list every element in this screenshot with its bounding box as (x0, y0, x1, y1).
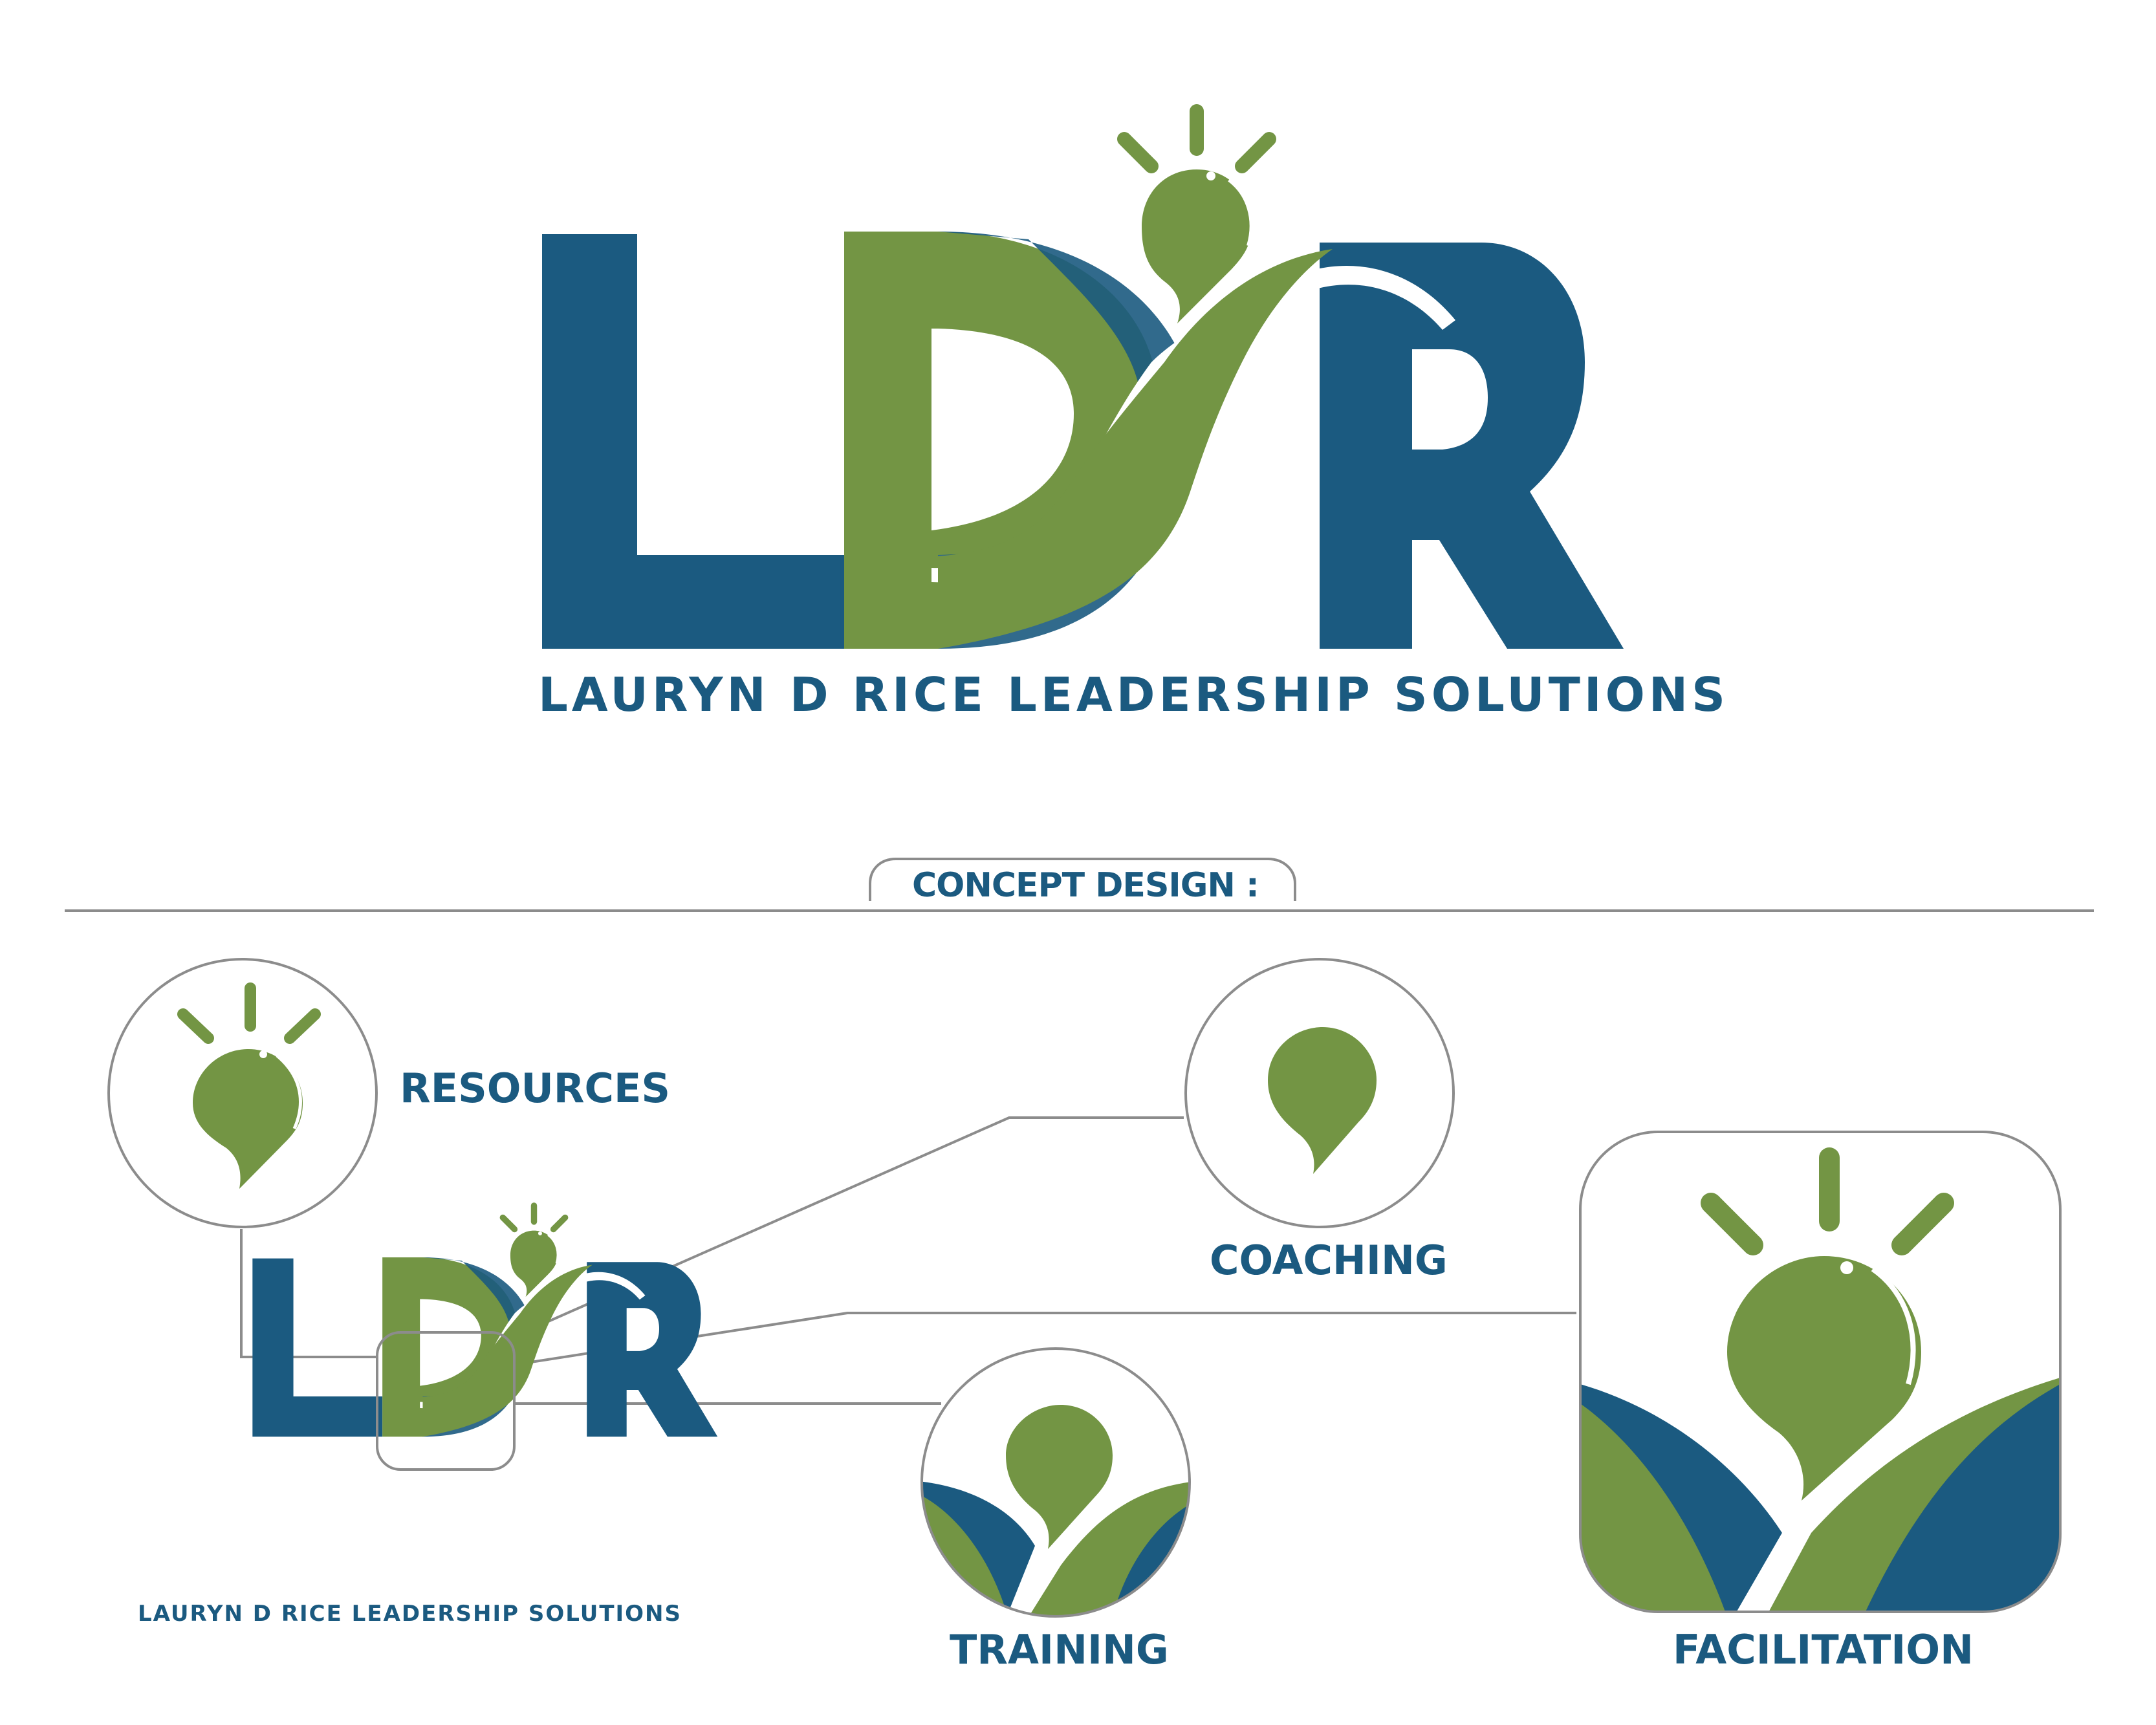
coaching-icon (1184, 958, 1455, 1228)
coaching-label: COACHING (1210, 1237, 1448, 1284)
facilitation-label: FACILITATION (1673, 1626, 1974, 1673)
resources-label: RESOURCES (400, 1065, 671, 1112)
facilitation-icon (1579, 1131, 2062, 1613)
small-logo (252, 1206, 717, 1471)
resources-icon (107, 958, 378, 1228)
concept-divider (65, 858, 2094, 912)
training-label: TRAINING (950, 1626, 1169, 1673)
training-icon (920, 1347, 1191, 1618)
small-logo-tagline: LAURYN D RICE LEADERSHIP SOLUTIONS (138, 1601, 682, 1627)
concept-design-title: CONCEPT DESIGN : (912, 866, 1259, 905)
main-logo (542, 111, 1624, 649)
main-tagline: LAURYN D RICE LEADERSHIP SOLUTIONS (538, 667, 1729, 722)
